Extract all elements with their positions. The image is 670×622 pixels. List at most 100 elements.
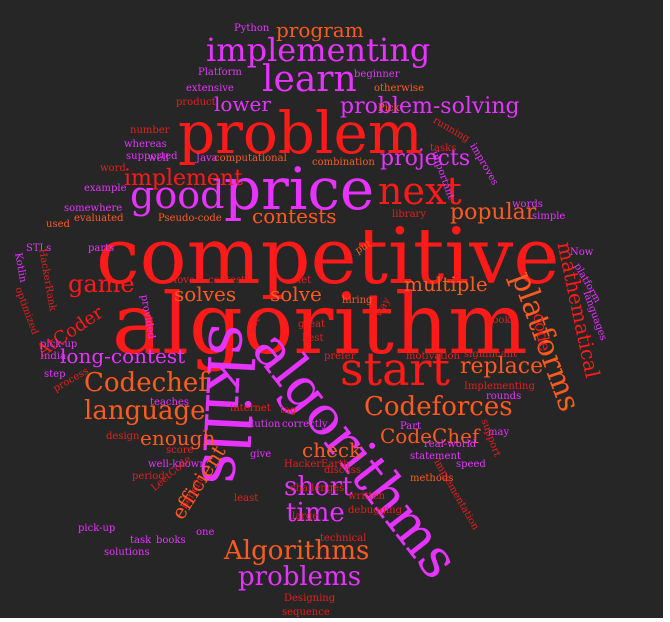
word-evaluated-60: evaluated [74, 213, 124, 224]
word-parts-68: parts [88, 243, 115, 254]
word-statement-104: statement [410, 451, 461, 462]
word-beginner-40: beginner [354, 69, 400, 80]
word-books-81: books [486, 315, 516, 326]
word-java-51: Java [196, 153, 218, 164]
word-task-117: task [130, 535, 152, 546]
word-great-83: great [298, 319, 326, 330]
word-platform-41: Platform [198, 67, 242, 78]
word-simple-66: simple [532, 211, 566, 222]
word-otherwise-42: otherwise [374, 83, 424, 94]
word-number-47: number [130, 125, 170, 136]
word-part-110: Part [400, 421, 422, 432]
word-hiring-77: hiring [342, 295, 373, 306]
word-language-13: language [84, 396, 206, 426]
word-computational-52: computational [214, 153, 287, 164]
word-start-6: start [340, 342, 450, 396]
word-contest-70: contest [208, 275, 246, 286]
word-solutions-120: solutions [104, 547, 150, 558]
word-words-65: words [512, 199, 543, 210]
word-codechef-12: Codechef [84, 368, 208, 398]
word-internet-93: internet [230, 403, 271, 414]
word-whereas-48: whereas [124, 139, 167, 150]
word-well-49: well [148, 153, 169, 164]
word-supported-50: supported [126, 151, 178, 162]
word-best-84: best [302, 333, 324, 344]
word-time-17: time [286, 498, 345, 528]
word-lower-24: lower [214, 92, 271, 116]
word-pseudo-code-61: Pseudo-code [158, 213, 222, 224]
word-somewhere-59: somewhere [64, 203, 123, 214]
word-contests-26: contests [252, 204, 337, 228]
word-challenges-111: challenges [290, 483, 345, 494]
word-codeforces-14: Codeforces [364, 392, 513, 422]
word-competitive-0: competitive [96, 212, 560, 302]
word-pick-up-82: pick-up [40, 339, 78, 350]
word-product-44: product [176, 97, 216, 108]
word-problem-2: problem [178, 99, 423, 167]
word-hackerearth-102: HackerEarth [284, 459, 350, 470]
word-stls-67: STLs [26, 243, 52, 254]
frame-bottom [0, 618, 670, 622]
word-short-18: short [284, 472, 353, 502]
word-algorithm-1: algorithm [112, 275, 528, 373]
word-let-71: let [298, 275, 312, 286]
word-may-109: may [488, 427, 510, 438]
word-india-89: India [40, 351, 66, 362]
word-teaches-92: teaches [150, 397, 189, 408]
word-projects-21: projects [380, 146, 471, 171]
word-real-world-96: real-world [424, 439, 477, 450]
word-give-101: give [250, 449, 272, 460]
word-prefer-86: prefer [324, 351, 356, 362]
word-check-34: check [302, 438, 362, 462]
word-love-69: love [174, 275, 195, 286]
word-correctly-99: correctly [282, 419, 328, 430]
word-replace-31: replace [460, 354, 544, 379]
word-problem-solving-23: problem-solving [340, 94, 520, 119]
word-discuss-103: discuss [324, 465, 362, 476]
word-program-25: program [276, 18, 364, 42]
word-learn-7: learn [262, 59, 357, 100]
word-implement-20: implement [124, 166, 243, 191]
word-next-10: next [378, 169, 462, 213]
word-enough-35: enough [140, 426, 216, 450]
word-example-58: example [84, 183, 127, 194]
word-rounds-121: rounds [486, 391, 522, 402]
word-design-97: design [106, 431, 140, 442]
word-period-106: period [132, 471, 165, 482]
word-extensive-43: extensive [186, 83, 234, 94]
word-pick-45: Pick [378, 103, 400, 114]
frame-edge [663, 0, 670, 622]
word-solve-29: solve [270, 282, 322, 306]
word-combination-53: combination [312, 157, 375, 168]
word-step-90: step [44, 369, 66, 380]
word-library-63: library [392, 209, 426, 220]
word-algorithms-15: Algorithms [224, 536, 370, 566]
word-one-116: one [196, 527, 215, 538]
word-books-118: books [156, 535, 186, 546]
word-problems-16: problems [238, 562, 362, 592]
word-designing-123: Designing [284, 593, 336, 604]
word-codechef-33: CodeChef [380, 424, 480, 448]
word-implementing-8: implementing [206, 31, 431, 69]
word-solution-98: solution [240, 419, 281, 430]
word-score-100: score [166, 445, 194, 456]
word-popular-22: popular [450, 200, 537, 225]
word-now-72: Now [570, 247, 594, 258]
word-tag-94: tag [280, 405, 297, 416]
word-game-19: game [68, 270, 135, 298]
word-solves-28: solves [174, 282, 237, 306]
word-least-112: least [234, 493, 259, 504]
word-well-known-105: well-known [148, 459, 206, 470]
word-large-114: large [292, 511, 319, 522]
word-long-contest-30: long-contest [60, 344, 186, 368]
word-python-39: Python [234, 23, 270, 34]
word-methods-108: methods [410, 473, 454, 484]
word-technical-122: technical [320, 533, 367, 544]
word-written-113: written [348, 491, 385, 502]
word-implementing-95: Implementing [464, 381, 535, 392]
word-tasks-54: tasks [430, 143, 457, 154]
word-multiple-27: multiple [404, 272, 488, 296]
word-good-9: good [130, 173, 225, 217]
